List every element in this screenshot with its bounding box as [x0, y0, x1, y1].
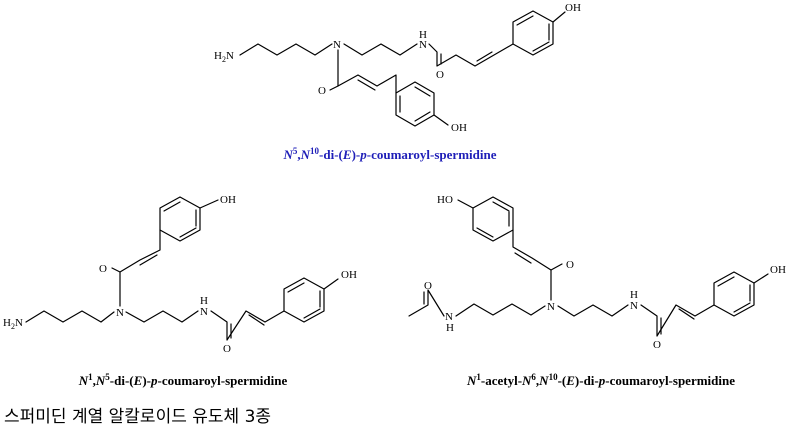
c2-o-label-2: O — [99, 263, 107, 275]
c2-alkene-1 — [248, 314, 265, 326]
c2-oh-bond-2 — [199, 199, 219, 209]
c3-o-label-acetyl: O — [424, 280, 432, 292]
c1-alkene-1 — [476, 51, 493, 62]
c1-ring-2 — [395, 81, 435, 127]
c1-oh-bond-1 — [552, 11, 566, 23]
c3-n6-label: N — [547, 301, 555, 313]
c1-nh-hydrogen-label: H — [419, 29, 427, 41]
compound-3-name: N1-acetyl-N6,N10-(E)-di-p-coumaroyl-sper… — [466, 372, 735, 388]
c2-oh-label-2: OH — [220, 194, 236, 206]
c3-oh-bond-2 — [457, 199, 474, 209]
c3-alkene-2 — [514, 252, 532, 264]
c2-amide-1 — [210, 310, 285, 341]
c1-oh-bond-2 — [433, 114, 449, 126]
c1-n5-label: N — [333, 39, 341, 51]
c2-carbonyl-2 — [111, 267, 121, 273]
c1-propyl-chain — [343, 43, 418, 56]
compound-2-structure: H2N N N H O O OH OH N1,N5-di-(E)-p-couma… — [3, 194, 357, 388]
c2-amide-2 — [119, 229, 161, 307]
c3-n10-label: N — [630, 300, 638, 312]
c2-aminobutyl-chain — [25, 310, 115, 323]
structures-figure: H2N N N H O O OH OH N5,N10-di-(E)-p-coum… — [3, 2, 786, 388]
c2-h2n-label: H2N — [3, 317, 23, 331]
c1-o-label-2: O — [318, 85, 326, 97]
c3-alkene-1 — [678, 308, 695, 320]
c1-o-label-1: O — [436, 69, 444, 81]
c3-amide-2 — [512, 229, 552, 301]
c2-n5-label: N — [116, 307, 124, 319]
c1-aminobutyl-chain — [239, 43, 333, 56]
c3-nh-hydrogen-label-2: H — [630, 289, 638, 301]
c3-oh-label-1: OH — [770, 264, 786, 276]
c3-propyl-chain — [557, 304, 629, 317]
c3-nh-hydrogen-label-1: H — [446, 322, 454, 334]
c2-oh-label-1: OH — [341, 269, 357, 281]
c3-ho-label-2: HO — [437, 194, 453, 206]
c2-o-label-1: O — [223, 343, 231, 355]
c2-nh-hydrogen-label: H — [200, 295, 208, 307]
c2-ring-2 — [159, 196, 201, 242]
c1-amide-2 — [337, 49, 397, 94]
c1-carbonyl-2 — [329, 85, 339, 91]
compound-2-name: N1,N5-di-(E)-p-coumaroyl-spermidine — [78, 372, 288, 388]
c1-amide-1 — [428, 43, 514, 67]
c1-ring-1 — [512, 10, 554, 56]
c2-propyl-chain — [125, 310, 199, 323]
compound-3-structure: O N H N N H O O OH HO N1-acetyl-N6,N10-(… — [408, 194, 786, 388]
c1-alkene-2 — [357, 79, 376, 91]
c2-ring-1 — [283, 277, 325, 323]
c3-n1-label: N — [445, 311, 453, 323]
c2-oh-bond-1 — [323, 278, 339, 290]
c3-o-label-2: O — [566, 259, 574, 271]
c3-carbonyl-2 — [550, 263, 563, 271]
c3-butyl-chain — [455, 303, 546, 317]
c3-oh-bond-1 — [753, 273, 769, 284]
c3-amide-1 — [640, 304, 715, 337]
compound-1-name: N5,N10-di-(E)-p-coumaroyl-spermidine — [283, 146, 497, 162]
c1-n10-label: N — [419, 39, 427, 51]
c2-n1-label: N — [200, 306, 208, 318]
c3-ring-1 — [713, 271, 755, 317]
c1-oh-label-1: OH — [565, 2, 581, 14]
c1-oh-label-2: OH — [451, 122, 467, 134]
c3-o-label-1: O — [653, 339, 661, 351]
figure-caption: 스퍼미딘 계열 알칼로이드 유도체 3종 — [4, 407, 272, 427]
c3-ring-2 — [472, 196, 514, 242]
c1-h2n-label: H2N — [214, 50, 234, 64]
compound-1-structure: H2N N N H O O OH OH N5,N10-di-(E)-p-coum… — [214, 2, 581, 162]
c2-alkene-2 — [139, 254, 158, 266]
c3-acetyl-group — [408, 289, 445, 317]
